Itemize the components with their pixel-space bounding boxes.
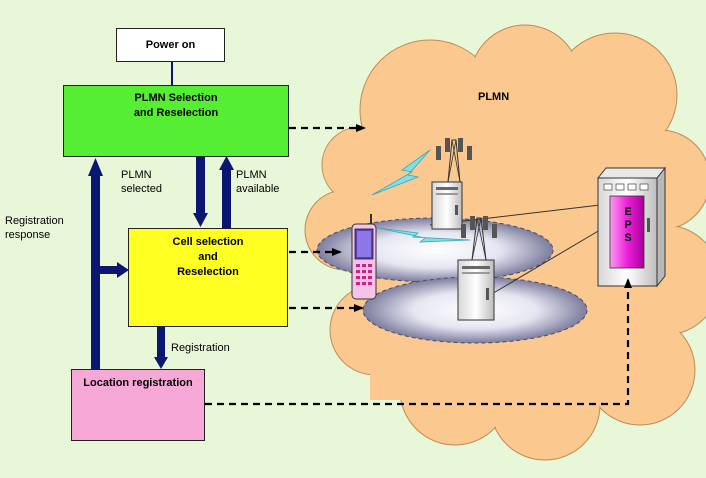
base-station-icon [457,216,497,321]
mobile-phone-icon [351,214,377,300]
arrow-registration-response [88,158,129,369]
plmn-selected-label: PLMN selected [121,169,162,195]
eps-server-icon [596,166,667,288]
eps-label: E P S [624,206,632,244]
arrow-registration [154,327,168,369]
location-registration-box: Location registration [71,369,205,441]
plmn-cloud-label: PLMN [478,91,510,103]
cell-selection-box: Cell selection and Reselection [128,228,288,327]
arrow-plmn-available [219,156,234,228]
registration-response-label: Registration response [5,215,64,241]
arrow-plmn-selected [193,157,208,227]
registration-label: Registration [171,342,230,354]
power-on-box: Power on [116,28,225,62]
dashed-arrows [205,124,632,406]
radio-link-icon [377,227,471,243]
plmn-selection-box: PLMN Selection and Reselection [63,85,289,157]
plmn-available-label: PLMN available [236,169,280,195]
base-station-icon [431,138,472,230]
radio-link-icon [371,149,431,196]
